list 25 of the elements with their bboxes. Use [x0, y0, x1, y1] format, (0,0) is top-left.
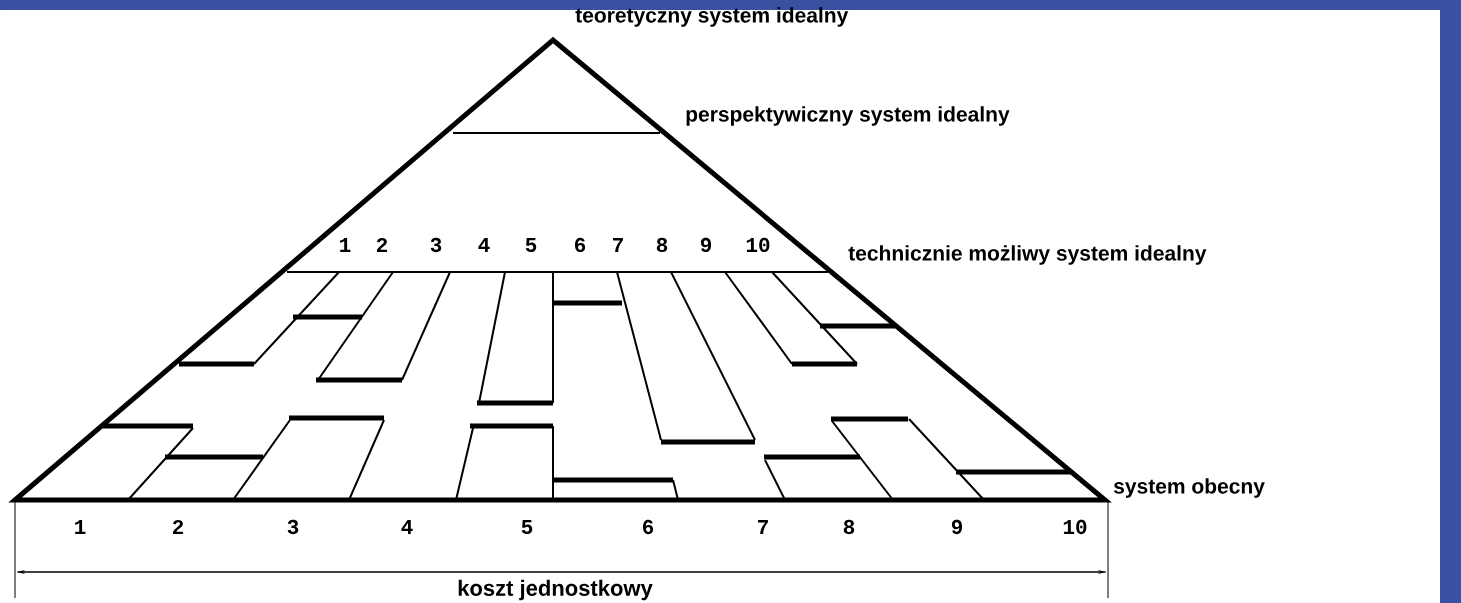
scale-number: 4 — [478, 238, 490, 252]
scale-number: 7 — [758, 520, 768, 534]
scale-number: 6 — [643, 519, 654, 535]
scale-number: 2 — [376, 237, 388, 252]
scale-number: 6 — [575, 237, 586, 253]
axis-label: koszt jednostkowy — [458, 579, 653, 601]
scale-number: 8 — [843, 519, 855, 535]
scale-number: 5 — [525, 238, 537, 252]
scale-number: 7 — [613, 238, 623, 252]
level-label: technicznie możliwy system idealny — [848, 245, 1207, 265]
scale-number: 3 — [287, 519, 299, 535]
scale-number: 3 — [430, 237, 442, 253]
scale-number: 10 — [1063, 519, 1087, 535]
scale-number: 1 — [75, 520, 86, 534]
scale-number: 9 — [700, 237, 712, 253]
scale-number: 9 — [951, 519, 963, 535]
level-label: perspektywiczny system idealny — [686, 106, 1010, 126]
scale-number: 4 — [401, 520, 413, 534]
scale-number: 2 — [172, 519, 184, 534]
scale-number: 1 — [340, 238, 351, 252]
level-label: teoretyczny system idealny — [575, 7, 849, 27]
scale-number: 10 — [746, 237, 770, 253]
level-label: system obecny — [1113, 478, 1265, 498]
scale-number: 5 — [521, 520, 533, 534]
scale-number: 8 — [656, 237, 668, 253]
